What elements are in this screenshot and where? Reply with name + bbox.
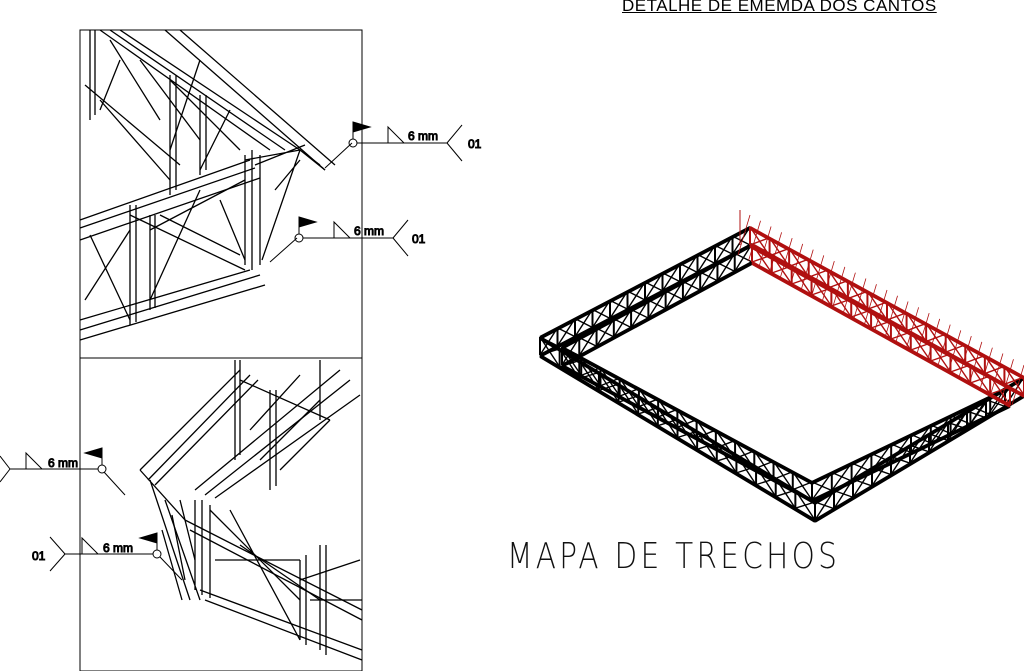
weld-symbol-2: 6 mm 01 [269,216,426,263]
map-title: MAPA DE TRECHOS [507,536,841,577]
lower-detail-frame [79,357,363,671]
drawing-title: DETALHE DE EMEMDA DOS CANTOS [622,0,937,15]
truss-frame-isometric [539,210,1024,523]
weld-symbol-1: 6 mm 01 [324,121,482,169]
weld-size-4: 6 mm [103,541,133,555]
upper-truss-corner [79,29,336,341]
weld-size-2: 6 mm [354,224,384,238]
weld-size-3: 6 mm [48,456,78,470]
weld-symbol-3: 6 mm [0,447,126,496]
weld-symbol-4: 6 mm 01 [32,532,183,581]
lower-truss-corner [139,360,363,661]
weld-size-1: 6 mm [408,129,438,143]
detail-frames [79,29,363,671]
weld-ref-1: 01 [468,137,482,151]
weld-ref-4: 01 [32,549,46,563]
weld-ref-2: 01 [412,232,426,246]
